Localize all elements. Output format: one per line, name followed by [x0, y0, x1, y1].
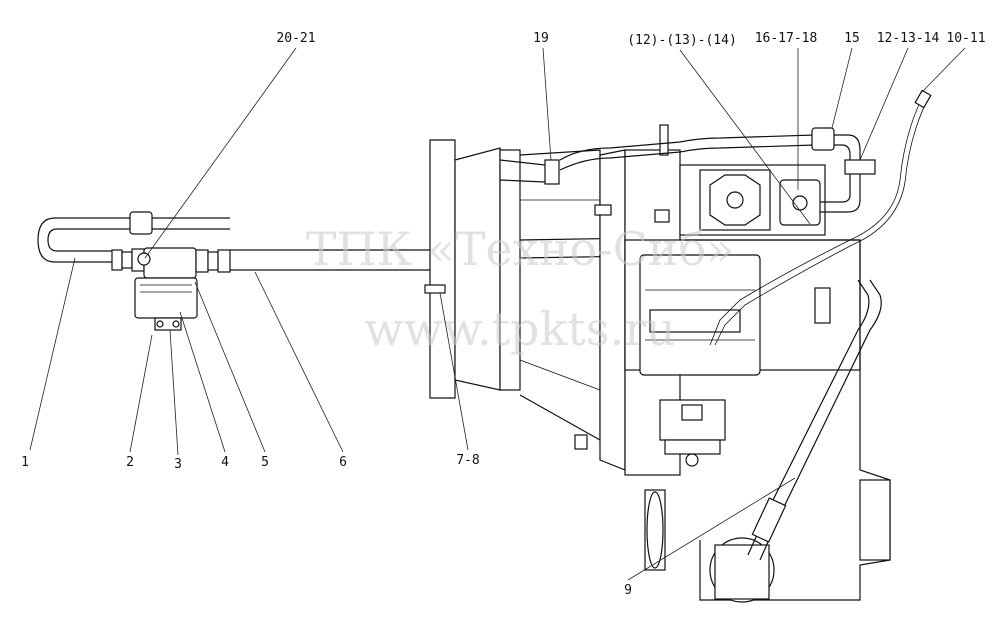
- callout-7-8: 7-8: [456, 453, 479, 468]
- left-pipe-assembly: [37, 211, 231, 331]
- upper-pipes: [559, 89, 932, 561]
- callout-2: 2: [126, 455, 134, 470]
- watermark-line2: www.tpkts.ru: [364, 302, 675, 356]
- gearbox-body: [574, 124, 891, 603]
- callout-labels: 1 2 3 4 5 6 7-8 9 10-11 12-13-14 (12)-(1…: [21, 31, 985, 598]
- callout-20-21: 20-21: [276, 31, 315, 46]
- leader-lines: [29, 47, 966, 581]
- callout-5: 5: [261, 455, 269, 470]
- callout-12-13-14-paren: (12)-(13)-(14): [627, 33, 737, 48]
- callout-19: 19: [533, 31, 549, 46]
- callout-3: 3: [174, 457, 182, 472]
- bell-housing: [424, 139, 601, 442]
- watermark-line1: ТПК «Техно-Сиб»: [306, 222, 735, 276]
- callout-1: 1: [21, 455, 29, 470]
- callout-15: 15: [844, 31, 860, 46]
- callout-6: 6: [339, 455, 347, 470]
- callout-4: 4: [221, 455, 229, 470]
- callout-12-13-14: 12-13-14: [877, 31, 940, 46]
- callout-16-17-18: 16-17-18: [755, 31, 818, 46]
- callout-9: 9: [624, 583, 632, 598]
- callout-10-11: 10-11: [946, 31, 985, 46]
